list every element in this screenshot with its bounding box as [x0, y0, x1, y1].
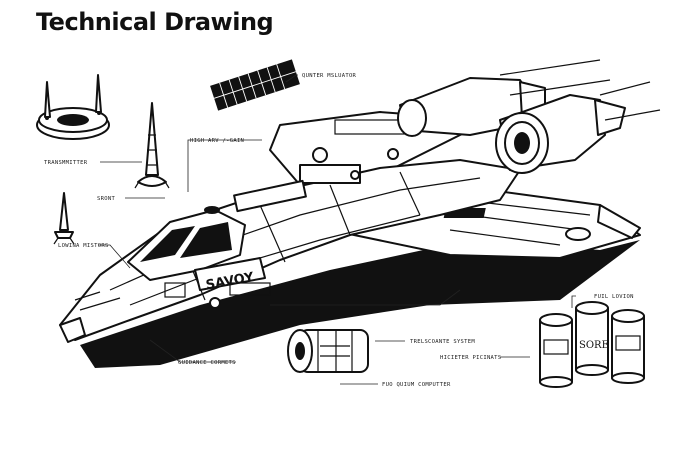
solar-panel: [210, 59, 300, 111]
callout-line: [98, 244, 131, 269]
antenna-tower: [134, 102, 170, 189]
label-telescope: TRELSCOANTE SYSTEM: [410, 339, 475, 345]
spaceship: SAVOY: [59, 111, 641, 343]
label-guidance: GUIDANCE CORMETS: [178, 360, 236, 366]
small-thruster: [53, 192, 75, 245]
fuel-canisters: SORE: [539, 301, 645, 388]
callout-line: [187, 139, 262, 192]
label-fuo-quium: FUO QUIUM COMPUTTER: [382, 382, 451, 388]
page-title: Technical Drawing: [36, 8, 274, 36]
transmitter-dish: [36, 74, 110, 140]
ship-shadow: [80, 240, 640, 368]
label-transmitter: TRANSMMITTER: [44, 160, 88, 166]
canister-label: SORE: [579, 340, 609, 351]
callout-line: [285, 74, 298, 83]
label-fuel-lotion: FUIL LOVION: [594, 294, 634, 300]
label-front: SRONT: [97, 196, 115, 202]
label-lowna-motors: LOWINA MISTORS: [58, 243, 109, 249]
callout-line: [270, 289, 461, 306]
callout-line: [571, 295, 576, 308]
cylinder-module: [287, 329, 369, 373]
label-helicter: HICIETER PICINATS: [440, 355, 501, 361]
label-high-array: HIGH ARV /-GAIN: [190, 138, 244, 144]
label-quantum-regulator: QUNTER MSLUATOR: [302, 73, 357, 79]
callout-line: [149, 339, 236, 363]
engine-upper: [397, 59, 611, 137]
engine-lower: [495, 81, 661, 174]
